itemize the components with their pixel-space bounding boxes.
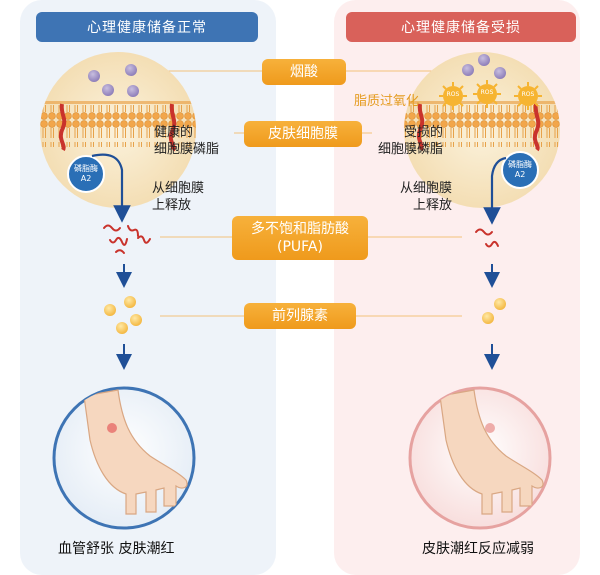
pufa-squiggles-right: [475, 228, 499, 248]
right-hand-illustration: [408, 386, 552, 530]
nicotinic-acid-molecules-right: [462, 54, 506, 79]
left-release-label: 从细胞膜 上释放: [152, 180, 204, 214]
step-pufa-abbrev: (PUFA): [277, 239, 323, 255]
prostaglandin-dots-left: [104, 296, 142, 334]
left-membrane-label-line1: 健康的: [154, 125, 194, 140]
right-release-arrow: [483, 156, 507, 225]
ros-label-2: ROS: [480, 89, 494, 96]
left-enzyme-name: 磷脂酶: [74, 164, 98, 173]
right-membrane-label: 受损的 细胞膜磷脂: [378, 124, 443, 158]
enzyme-badge-right: [501, 151, 539, 189]
ros-label-1: ROS: [446, 91, 460, 98]
right-release-label: 从细胞膜 上释放: [400, 180, 452, 214]
left-release-line2: 上释放: [152, 198, 192, 213]
right-outcome: 皮肤潮红反应减弱: [422, 541, 534, 557]
left-membrane-circle: [40, 52, 196, 208]
ros-label-3: ROS: [521, 91, 535, 98]
left-release-line1: 从细胞膜: [152, 181, 205, 196]
impaired-reserve-title: 心理健康储备受损: [346, 12, 576, 42]
right-release-line1: 从细胞膜: [400, 181, 453, 196]
right-enzyme-code: A2: [514, 170, 526, 179]
prostaglandin-dots-right: [482, 298, 506, 324]
left-release-arrow: [91, 153, 131, 223]
right-membrane-label-line2: 细胞膜磷脂: [378, 142, 444, 157]
left-enzyme-code: A2: [80, 174, 92, 183]
left-hand-illustration: [52, 386, 196, 530]
flow-arrows: [116, 264, 500, 370]
right-enzyme-name: 磷脂酶: [508, 160, 532, 169]
normal-reserve-title: 心理健康储备正常: [36, 12, 258, 42]
left-outcome: 血管舒张 皮肤潮红: [58, 541, 175, 557]
step-pufa-label: 多不饱和脂肪酸: [251, 221, 349, 237]
step-prostaglandin: 前列腺素: [244, 303, 356, 329]
pufa-squiggles-left: [103, 224, 151, 254]
right-enzyme-label: 磷脂酶 A2: [502, 160, 538, 180]
step-skin-cell-membrane-label: 皮肤细胞膜: [268, 126, 338, 142]
ros-bursts: [439, 80, 542, 110]
step-nicotinic-acid: 烟酸: [262, 59, 346, 85]
lipid-peroxidation-label: 脂质过氧化: [354, 94, 420, 109]
left-membrane-label-line2: 细胞膜磷脂: [154, 142, 220, 157]
connector-lines: [160, 70, 462, 317]
left-membrane-label: 健康的 细胞膜磷脂: [154, 124, 219, 158]
right-membrane-label-line1: 受损的: [404, 125, 444, 140]
step-prostaglandin-label: 前列腺素: [272, 308, 328, 324]
left-enzyme-label: 磷脂酶 A2: [68, 164, 104, 184]
step-pufa: 多不饱和脂肪酸 (PUFA): [232, 216, 368, 260]
step-skin-cell-membrane: 皮肤细胞膜: [244, 121, 362, 147]
enzyme-badge-left: [67, 155, 105, 193]
right-release-line2: 上释放: [413, 198, 453, 213]
step-nicotinic-acid-label: 烟酸: [290, 64, 318, 80]
nicotinic-acid-molecules-left: [88, 64, 139, 97]
